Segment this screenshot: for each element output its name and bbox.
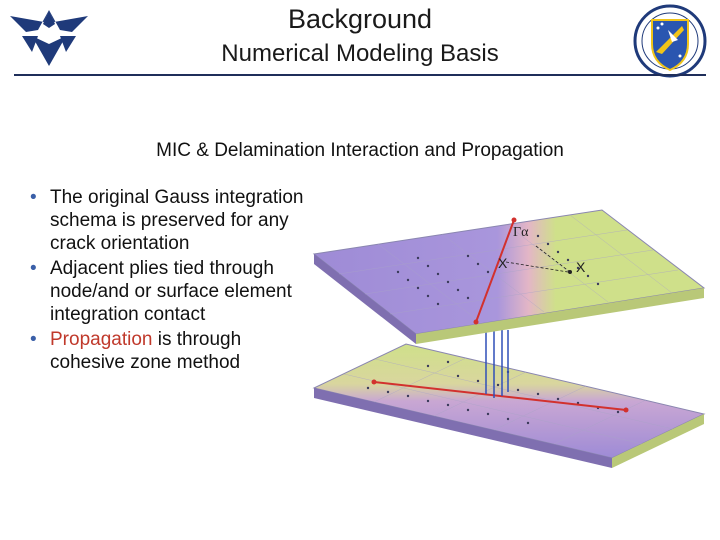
bullet-item: • Propagation is through cohesive zone m… bbox=[26, 328, 306, 374]
bullet-marker: • bbox=[30, 329, 37, 350]
slide-subtitle: Numerical Modeling Basis bbox=[221, 40, 499, 67]
bullet-marker: • bbox=[30, 187, 37, 208]
x-left-label: X bbox=[498, 255, 508, 271]
afrl-shield-icon bbox=[633, 4, 707, 78]
bullet-text: The original Gauss integration schema is… bbox=[50, 187, 304, 254]
bullet-text: is through cohesive zone method bbox=[50, 329, 242, 373]
bullet-item: • The original Gauss integration schema … bbox=[26, 186, 306, 255]
gamma-label: Γα bbox=[513, 225, 529, 240]
bullet-list: • The original Gauss integration schema … bbox=[26, 186, 306, 376]
air-force-logo-icon bbox=[10, 10, 88, 66]
top-ply: Γα X X bbox=[312, 209, 706, 344]
slide-title: Background bbox=[287, 4, 433, 34]
bullet-item: • Adjacent plies tied through node/and o… bbox=[26, 257, 306, 326]
bullet-text: Adjacent plies tied through node/and or … bbox=[50, 258, 292, 325]
bullet-highlight: Propagation bbox=[50, 329, 153, 350]
bottom-ply bbox=[312, 343, 706, 468]
x-right-label: X bbox=[576, 259, 586, 275]
bullet-marker: • bbox=[30, 258, 37, 279]
title-divider bbox=[14, 74, 706, 76]
section-heading: MIC & Delamination Interaction and Propa… bbox=[156, 140, 564, 161]
ply-diagram: Γα X X bbox=[312, 209, 706, 468]
